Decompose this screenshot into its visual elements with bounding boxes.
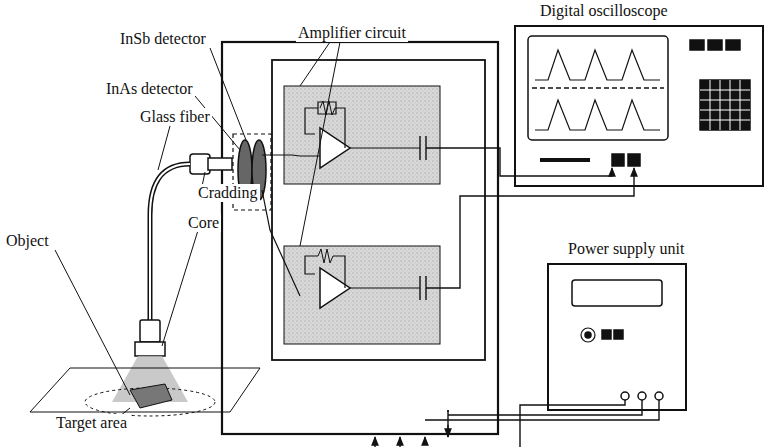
part-label: Core: [186, 214, 221, 232]
part-label: Amplifier circuit: [296, 24, 408, 42]
part-label: Glass fiber: [138, 108, 212, 126]
device-node: Digital oscilloscope: [538, 2, 670, 20]
device-node: Power supply unit: [566, 240, 686, 258]
device-label: Digital oscilloscope: [538, 2, 670, 20]
device-label: Power supply unit: [566, 240, 686, 258]
part-label: Cradding: [196, 184, 260, 202]
part-label: InSb detector: [118, 30, 208, 48]
part-label: InAs detector: [104, 80, 195, 98]
part-label: Target area: [54, 414, 129, 432]
part-label: Object: [4, 232, 51, 250]
